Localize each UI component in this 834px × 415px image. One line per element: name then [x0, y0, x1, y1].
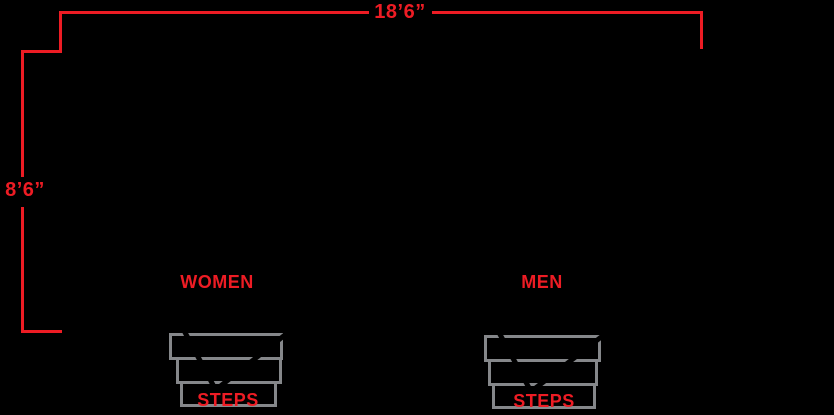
height-dim-line-lower-segment: [21, 207, 24, 333]
width-dim-line-right-segment: [432, 11, 703, 14]
women-steps-label: STEPS: [197, 390, 259, 410]
men-steps-label: STEPS: [513, 391, 575, 411]
height-dim-label: 8’6”: [1, 179, 49, 203]
height-dim-bottom-tick: [21, 330, 62, 333]
women-label: WOMEN: [180, 272, 254, 292]
width-dim-label: 18’6”: [371, 1, 429, 23]
width-dim-left-tick: [59, 11, 62, 53]
men-label: MEN: [521, 272, 563, 292]
width-dim-right-tick: [700, 11, 703, 49]
height-dim-top-tick: [21, 50, 62, 53]
height-dim-line-upper-segment: [21, 50, 24, 177]
width-dim-line-left-segment: [59, 11, 369, 14]
